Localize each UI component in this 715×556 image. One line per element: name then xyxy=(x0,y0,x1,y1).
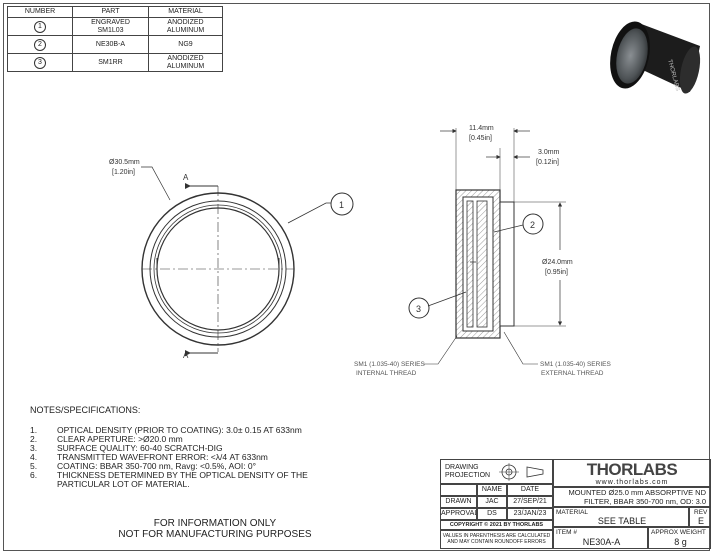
material-value: SEE TABLE xyxy=(597,516,647,526)
depth-mm: 3.0mm xyxy=(538,149,560,156)
section-label-top: A xyxy=(183,173,189,182)
description-line-2: FILTER, BBAR 350-700 nm, OD: 3.0 xyxy=(584,496,706,506)
section-label-bottom: A xyxy=(183,351,189,360)
info-disclaimer: FOR INFORMATION ONLY NOT FOR MANUFACTURI… xyxy=(100,518,330,540)
info-line-1: FOR INFORMATION ONLY xyxy=(153,518,277,529)
copyright: COPYRIGHT © 2021 BY THORLABS xyxy=(440,520,553,530)
part-material: NG9 xyxy=(178,40,193,48)
description-line-1: MOUNTED Ø25.0 mm ABSORPTIVE ND xyxy=(568,488,706,497)
date-header: DATE xyxy=(507,484,553,496)
thorlabs-logo: THORLABS xyxy=(586,460,678,479)
part-number: 3 xyxy=(34,56,46,69)
rev-cell: REV E xyxy=(689,507,711,527)
list-item: 4.TRANSMITTED WAVEFRONT ERROR: <λ/4 AT 6… xyxy=(30,452,268,462)
external-thread-spec: SM1 (1.035-40) SERIES xyxy=(540,361,611,368)
description-cell: MOUNTED Ø25.0 mm ABSORPTIVE ND FILTER, B… xyxy=(553,487,711,507)
drawing-frame xyxy=(3,3,710,551)
width-mm: 11.4mm xyxy=(469,125,494,132)
info-line-2: NOT FOR MANUFACTURING PURPOSES xyxy=(118,529,312,540)
list-item: 6.THICKNESS DETERMINED BY THE OPTICAL DE… xyxy=(30,470,308,480)
drawn-name: JAC xyxy=(477,496,507,508)
rev-value: E xyxy=(697,516,704,526)
list-item: 1.OPTICAL DENSITY (PRIOR TO COATING): 3.… xyxy=(30,425,302,435)
product-photo: THORLABS xyxy=(610,21,701,94)
notes-heading: NOTES/SPECIFICATIONS: xyxy=(30,405,141,415)
dia-mm: Ø24.0mm xyxy=(542,259,573,266)
part-number: 2 xyxy=(34,38,46,51)
part-number: 1 xyxy=(34,20,46,33)
section-view xyxy=(408,128,566,365)
notes-list: 1.OPTICAL DENSITY (PRIOR TO COATING): 3.… xyxy=(30,426,308,489)
external-thread-label: EXTERNAL THREAD xyxy=(541,370,604,377)
weight-label: APPROX WEIGHT xyxy=(651,529,706,536)
drawn-label: DRAWN xyxy=(440,496,477,508)
approval-date: 23/JAN/23 xyxy=(507,508,553,520)
front-dia-in: [1.20in] xyxy=(112,169,135,176)
item-label: ITEM # xyxy=(556,529,577,536)
title-block: DRAWING PROJECTION NAME DATE DRAWN JAC 2… xyxy=(440,459,711,549)
item-cell: ITEM # NE30A-A xyxy=(553,527,648,549)
part-material-line2: ALUMINUM xyxy=(166,26,205,34)
approval-label: APPROVAL xyxy=(440,508,477,520)
front-dia-mm: Ø30.5mm xyxy=(109,159,140,166)
part-material: ANODIZED xyxy=(167,54,204,62)
projection-symbol-icon xyxy=(499,463,544,481)
thorlabs-url: www.thorlabs.com xyxy=(595,479,669,486)
balloon-3: 3 xyxy=(416,304,421,314)
width-in: [0.45in] xyxy=(469,135,492,142)
name-header: NAME xyxy=(477,484,507,496)
material-label: MATERIAL xyxy=(556,509,589,516)
part-name: SM1RR xyxy=(98,58,123,66)
depth-in: [0.12in] xyxy=(536,159,559,166)
item-value: NE30A-A xyxy=(582,537,621,547)
approval-name: DS xyxy=(477,508,507,520)
weight-value: 8 g xyxy=(674,537,687,547)
list-item-continued: PARTICULAR LOT OF MATERIAL. xyxy=(57,479,190,489)
rev-label: REV xyxy=(694,509,708,516)
part-material-line2: ALUMINUM xyxy=(166,62,205,70)
part-name: ENGRAVED xyxy=(91,18,130,26)
drawn-date: 27/SEP/21 xyxy=(507,496,553,508)
list-item: 3.SURFACE QUALITY: 60-40 SCRATCH-DIG xyxy=(30,443,223,453)
front-view xyxy=(141,166,354,356)
tolerance-line-1: VALUES IN PARENTHESIS ARE CALCULATED xyxy=(442,533,551,539)
material-cell: MATERIAL SEE TABLE xyxy=(553,507,689,527)
balloon-1: 1 xyxy=(339,200,344,210)
part-name-line2: SM1L03 xyxy=(97,26,124,34)
projection-cell: DRAWING PROJECTION xyxy=(440,459,553,484)
internal-thread-spec: SM1 (1.035-40) SERIES xyxy=(354,361,425,368)
projection-label-1: DRAWING xyxy=(445,464,479,471)
part-name: NE30B-A xyxy=(95,40,126,48)
tolerance-line-2: AND MAY CONTAIN ROUNDOFF ERRORS xyxy=(447,539,546,545)
projection-label-2: PROJECTION xyxy=(445,472,491,479)
weight-cell: APPROX WEIGHT 8 g xyxy=(648,527,711,549)
logo-cell: THORLABS www.thorlabs.com xyxy=(553,459,711,487)
list-item: 2.CLEAR APERTURE: >Ø20.0 mm xyxy=(30,434,183,444)
internal-thread-label: INTERNAL THREAD xyxy=(356,370,417,377)
part-material: ANODIZED xyxy=(167,18,204,26)
list-item: 5.COATING: BBAR 350-700 nm, Ravg: <0.5%,… xyxy=(30,461,257,471)
dia-in: [0.95in] xyxy=(545,269,568,276)
balloon-2: 2 xyxy=(530,220,535,230)
tolerance-note: VALUES IN PARENTHESIS ARE CALCULATED AND… xyxy=(440,530,553,549)
